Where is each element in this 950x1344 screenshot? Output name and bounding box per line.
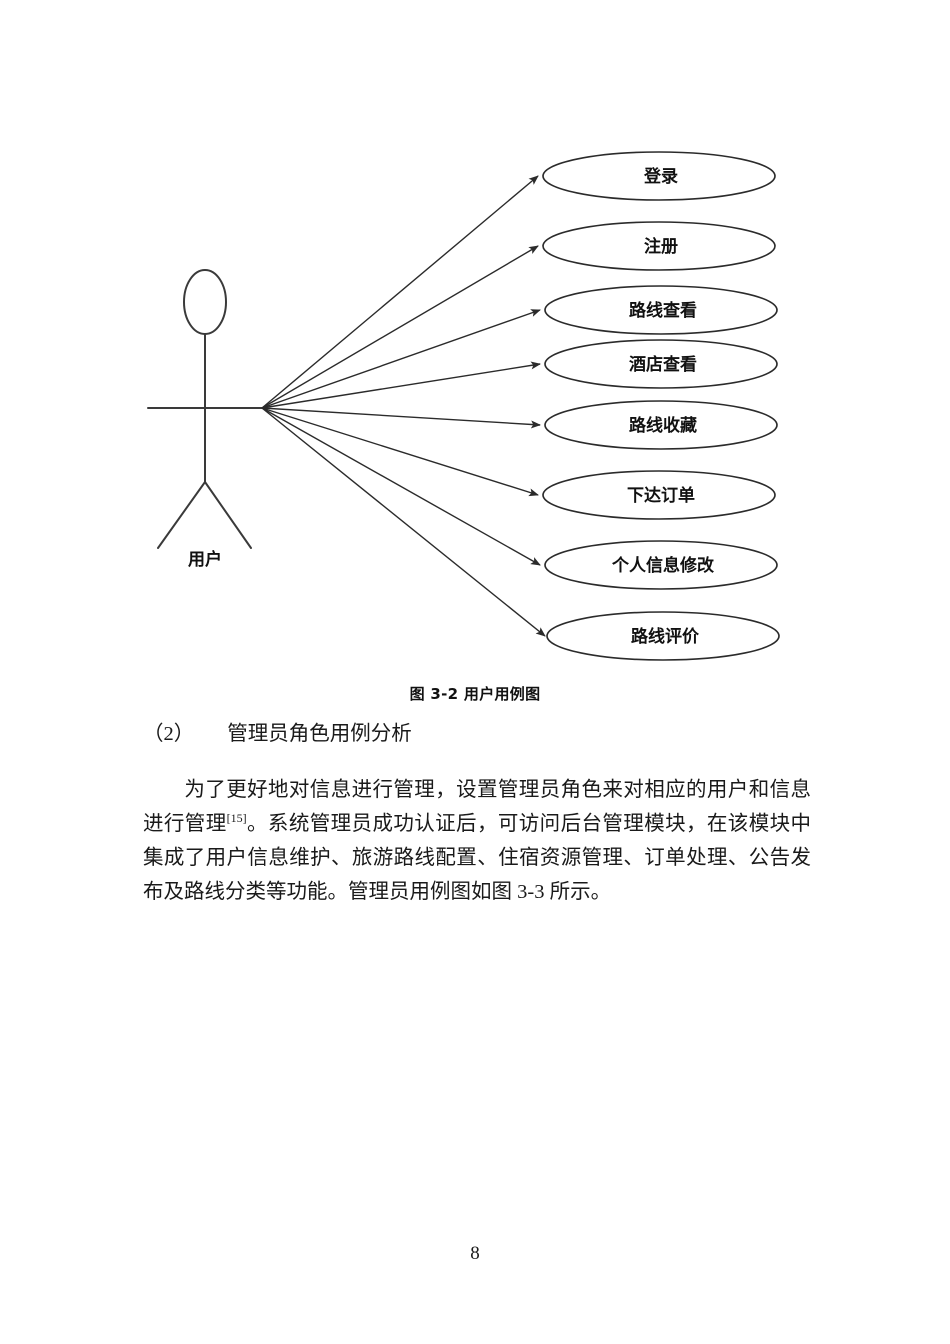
use-case-label: 个人信息修改: [611, 555, 715, 576]
use-case-ellipse: [544, 285, 778, 335]
actor-leg-right-line: [204, 481, 252, 549]
body-paragraph: 为了更好地对信息进行管理，设置管理员角色来对相应的用户和信息进行管理[15]。系…: [143, 773, 811, 909]
association-lines: [261, 175, 546, 637]
use-case-ellipse: [542, 470, 776, 520]
heading-text: 管理员角色用例分析: [227, 723, 412, 745]
citation-reference: [15]: [226, 810, 247, 825]
use-case-2: 注册: [542, 221, 776, 271]
use-case-3: 路线查看: [544, 285, 778, 335]
assoc-line-5: [261, 407, 541, 429]
figure-caption: 图 3-2 用户用例图: [409, 685, 541, 703]
assoc-line-6: [261, 407, 539, 497]
use-case-label: 酒店查看: [629, 354, 697, 375]
assoc-line-2: [261, 245, 539, 409]
paragraph-part-1: 为了更好地对信息进行管理，设置管理员角色来对相应的用户和信息进行管理: [143, 778, 811, 835]
assoc-line-4: [261, 361, 541, 409]
paragraph-part-2: 。系统管理员成功认证后，可访问后台管理模块，在该模块中集成了用户信息维护、旅游路…: [143, 812, 812, 903]
use-case-diagram: 用户 登录 注册: [0, 120, 950, 680]
use-case-ellipse: [544, 339, 778, 389]
use-case-5: 路线收藏: [544, 400, 778, 450]
actor-user: 用户: [147, 269, 263, 570]
actor-leg-left-line: [157, 481, 206, 549]
use-case-ellipse: [542, 221, 776, 271]
use-case-ellipse: [546, 611, 780, 661]
use-case-label: 登录: [643, 166, 678, 187]
use-case-label: 注册: [644, 236, 678, 257]
heading-number: （2）: [143, 723, 195, 745]
use-case-label: 路线评价: [631, 626, 700, 647]
use-case-ellipse: [544, 540, 778, 590]
use-case-4: 酒店查看: [544, 339, 778, 389]
use-case-label: 路线收藏: [629, 415, 697, 436]
use-case-6: 下达订单: [542, 470, 776, 520]
actor-head-icon: [183, 269, 227, 335]
assoc-line-8: [261, 407, 546, 637]
page-number: 8: [470, 1243, 480, 1264]
use-case-ellipse: [542, 151, 776, 201]
actor-label: 用户: [188, 549, 222, 570]
use-case-1: 登录: [542, 151, 776, 201]
use-case-ellipse: [544, 400, 778, 450]
use-case-8: 路线评价: [546, 611, 780, 661]
assoc-line-3: [261, 309, 541, 409]
assoc-line-7: [261, 407, 541, 566]
assoc-line-1: [261, 175, 539, 409]
use-case-7: 个人信息修改: [544, 540, 778, 590]
use-case-label: 路线查看: [629, 300, 697, 321]
use-case-label: 下达订单: [627, 485, 695, 506]
section-heading: （2） 管理员角色用例分析: [143, 718, 823, 750]
